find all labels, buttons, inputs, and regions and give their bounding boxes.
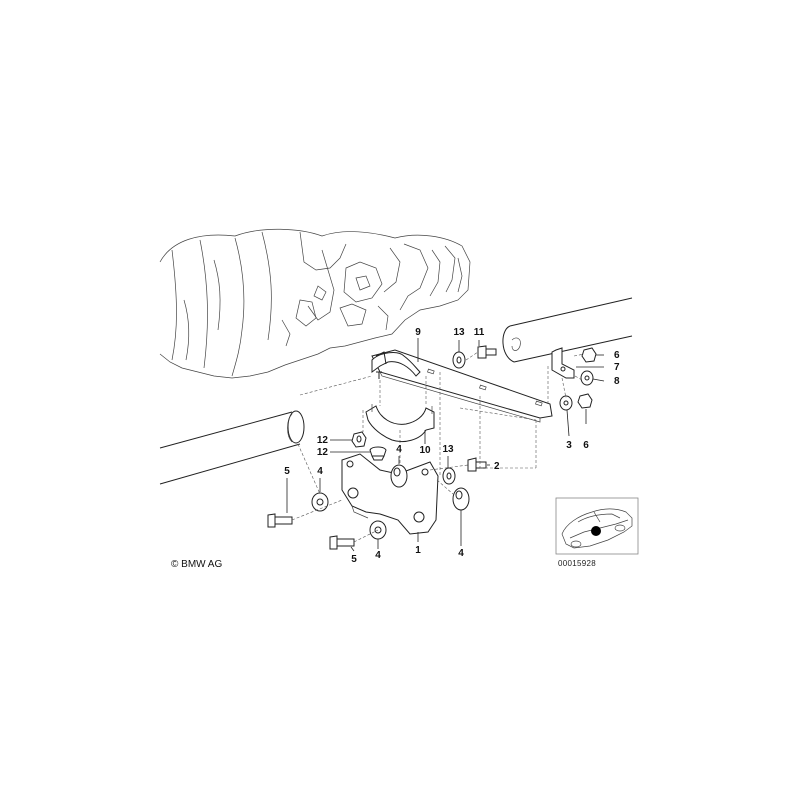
callout-4-left: 4: [317, 466, 323, 477]
location-marker-icon: [591, 526, 601, 536]
nut-12-lower: [369, 446, 387, 461]
callout-5-bottom: 5: [351, 554, 357, 565]
upper-clamp: [371, 351, 421, 379]
callout-10: 10: [419, 445, 431, 456]
bolt-5-left: [267, 513, 293, 528]
callout-8: 8: [614, 376, 620, 387]
callout-4-right: 4: [458, 548, 464, 559]
diagram-reference: 00015928: [558, 559, 596, 568]
nut-6-upper: [581, 347, 597, 363]
callout-labels: 9 13 11 6 7 8 6 3 12 12 4 10 13 2 5 4 5 …: [284, 327, 620, 565]
bolt-11: [477, 345, 497, 359]
callout-3: 3: [566, 440, 572, 451]
copyright-text: © BMW AG: [171, 559, 222, 570]
callout-1: 1: [415, 545, 421, 556]
callout-7: 7: [614, 362, 620, 373]
exhaust-pipe-left: [159, 410, 305, 485]
washer-3: [559, 395, 573, 411]
thumbnail-frame: [555, 497, 639, 555]
callout-6-bottom: 6: [583, 440, 589, 451]
assembly-guides: [291, 351, 585, 543]
callout-5-left: 5: [284, 466, 290, 477]
callout-11: 11: [474, 327, 485, 338]
rubber-mount-upper: [390, 464, 408, 488]
washer-13-upper: [452, 351, 466, 369]
hanger-bracket: [551, 347, 575, 379]
nut-12-upper: [351, 431, 367, 448]
transmission-housing: [159, 228, 471, 379]
lower-clamp: [365, 404, 435, 443]
callout-4-bottom: 4: [375, 550, 381, 561]
callout-12-bottom: 12: [317, 447, 329, 458]
washer-left: [311, 492, 329, 512]
vehicle-location-thumbnail: [555, 497, 639, 555]
bolt-2: [467, 457, 487, 472]
bolt-5-bottom: [329, 535, 355, 550]
washer-13-lower: [442, 467, 456, 485]
callout-13-bottom: 13: [442, 444, 454, 455]
callout-9: 9: [415, 327, 421, 338]
mounting-plate: [341, 453, 439, 535]
callout-2: 2: [494, 461, 500, 472]
callout-6-top: 6: [614, 350, 620, 361]
nut-6-lower: [577, 393, 593, 409]
callout-4-center: 4: [396, 444, 402, 455]
washer-8: [580, 370, 594, 386]
rubber-mount-right: [452, 487, 470, 511]
leader-lines: [286, 338, 605, 552]
exhaust-pipe-right: [502, 297, 633, 363]
callout-13-top: 13: [453, 327, 465, 338]
callout-12-top: 12: [317, 435, 329, 446]
